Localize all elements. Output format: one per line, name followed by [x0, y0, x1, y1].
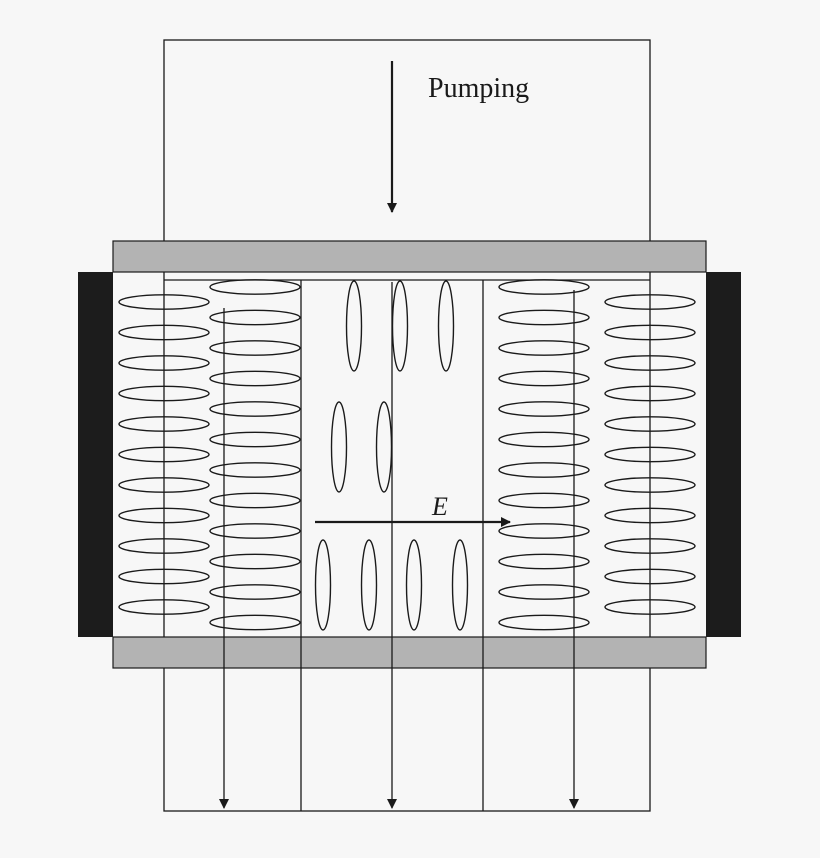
molecule-horizontal-col4	[604, 385, 696, 402]
molecule-horizontal-col1	[118, 568, 210, 585]
molecule-horizontal-col1	[118, 416, 210, 432]
left-electrode	[78, 272, 113, 637]
molecule-horizontal-col1	[118, 446, 210, 463]
molecule-horizontal-col2	[209, 584, 301, 600]
molecule-horizontal-col4	[604, 507, 696, 524]
molecule-horizontal-col4	[604, 355, 696, 371]
molecule-vertical	[451, 539, 469, 631]
molecule-horizontal-col1	[118, 538, 210, 554]
electric-field-label: E	[431, 492, 448, 521]
molecule-horizontal-col1	[118, 294, 210, 310]
molecule-horizontal-col4	[604, 568, 696, 585]
molecule-horizontal-col3	[498, 614, 590, 631]
molecule-horizontal-col3	[498, 279, 590, 295]
molecule-horizontal-col3	[498, 431, 590, 448]
molecule-horizontal-col1	[118, 477, 210, 493]
molecule-horizontal-col2	[209, 431, 301, 448]
molecule-horizontal-col4	[604, 446, 696, 463]
molecule-horizontal-col4	[604, 538, 696, 554]
molecule-horizontal-col1	[118, 599, 210, 615]
molecule-horizontal-col2	[209, 401, 301, 417]
bottom-substrate	[112, 636, 707, 669]
molecule-horizontal-col1	[118, 324, 210, 341]
molecule-horizontal-col1	[118, 355, 210, 371]
molecule-vertical	[405, 539, 423, 631]
molecule-horizontal-col3	[498, 309, 590, 326]
pumping-label: Pumping	[428, 73, 529, 104]
molecule-horizontal-col3	[498, 340, 590, 356]
molecule-horizontal-col2	[209, 462, 301, 478]
molecule-horizontal-col3	[498, 370, 590, 387]
molecule-horizontal-col2	[209, 614, 301, 631]
lc-molecules	[118, 279, 696, 631]
molecule-horizontal-col1	[118, 385, 210, 402]
molecule-horizontal-col4	[604, 294, 696, 310]
molecule-horizontal-col2	[209, 309, 301, 326]
right-electrode	[706, 272, 741, 637]
molecule-horizontal-col4	[604, 324, 696, 341]
molecule-horizontal-col2	[209, 553, 301, 570]
top-substrate	[112, 240, 707, 273]
molecule-horizontal-col2	[209, 523, 301, 539]
molecule-horizontal-col3	[498, 492, 590, 509]
molecule-horizontal-col1	[118, 507, 210, 524]
molecule-horizontal-col2	[209, 492, 301, 509]
molecule-vertical	[330, 401, 348, 493]
molecule-horizontal-col4	[604, 416, 696, 432]
molecule-horizontal-col3	[498, 584, 590, 600]
molecule-vertical	[437, 280, 455, 372]
molecule-horizontal-col2	[209, 370, 301, 387]
molecule-horizontal-col2	[209, 340, 301, 356]
molecule-vertical	[360, 539, 378, 631]
molecule-vertical	[314, 539, 332, 631]
molecule-vertical	[391, 280, 409, 372]
molecule-vertical	[345, 280, 363, 372]
molecule-horizontal-col3	[498, 462, 590, 478]
molecule-horizontal-col3	[498, 553, 590, 570]
molecule-horizontal-col4	[604, 477, 696, 493]
molecule-horizontal-col3	[498, 523, 590, 539]
molecule-horizontal-col4	[604, 599, 696, 615]
molecule-horizontal-col2	[209, 279, 301, 295]
molecule-horizontal-col3	[498, 401, 590, 417]
pump-beam-frame	[163, 39, 651, 812]
molecule-vertical	[375, 401, 393, 493]
